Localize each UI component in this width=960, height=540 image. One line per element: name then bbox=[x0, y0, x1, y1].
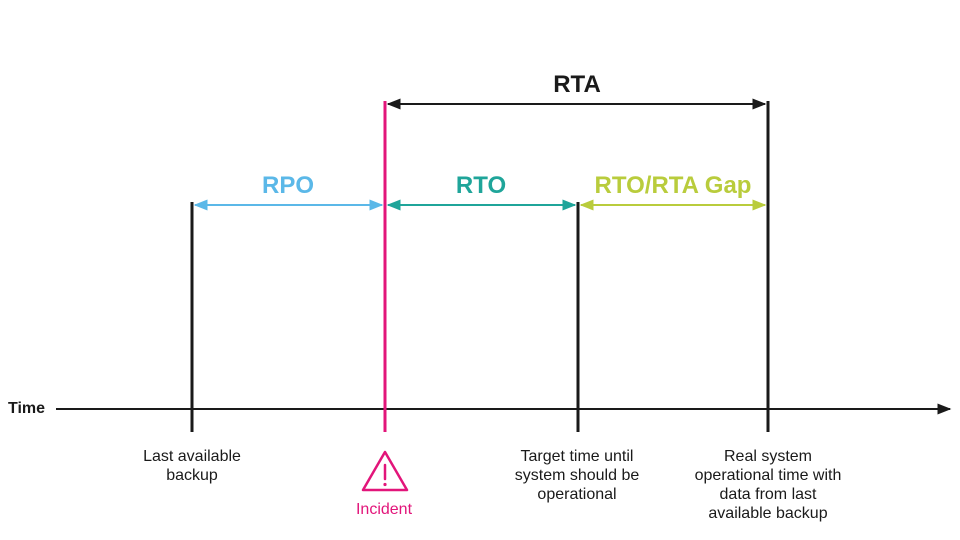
caption-line: system should be bbox=[514, 467, 640, 484]
rpo-label: RPO bbox=[261, 172, 315, 199]
incident-caption: Incident bbox=[355, 501, 413, 518]
caption-line: Target time until bbox=[520, 448, 634, 465]
caption-line: operational bbox=[537, 486, 617, 503]
rto-label: RTO bbox=[455, 172, 507, 199]
caption-line: Real system bbox=[723, 448, 813, 465]
caption-line: backup bbox=[166, 467, 218, 484]
rta-label: RTA bbox=[553, 71, 601, 98]
caption-line: data from last bbox=[719, 486, 817, 503]
real-operational-caption: Real system operational time with data f… bbox=[695, 447, 842, 523]
warning-triangle-icon bbox=[361, 450, 409, 492]
rto-rta-gap-label: RTO/RTA Gap bbox=[594, 172, 752, 199]
time-axis-label: Time bbox=[8, 400, 46, 417]
caption-line: Last available bbox=[143, 448, 241, 465]
target-caption: Target time until system should be opera… bbox=[515, 447, 640, 504]
backup-caption: Last available backup bbox=[143, 447, 241, 485]
caption-line: operational time with bbox=[694, 467, 842, 484]
caption-line: available backup bbox=[708, 505, 828, 522]
